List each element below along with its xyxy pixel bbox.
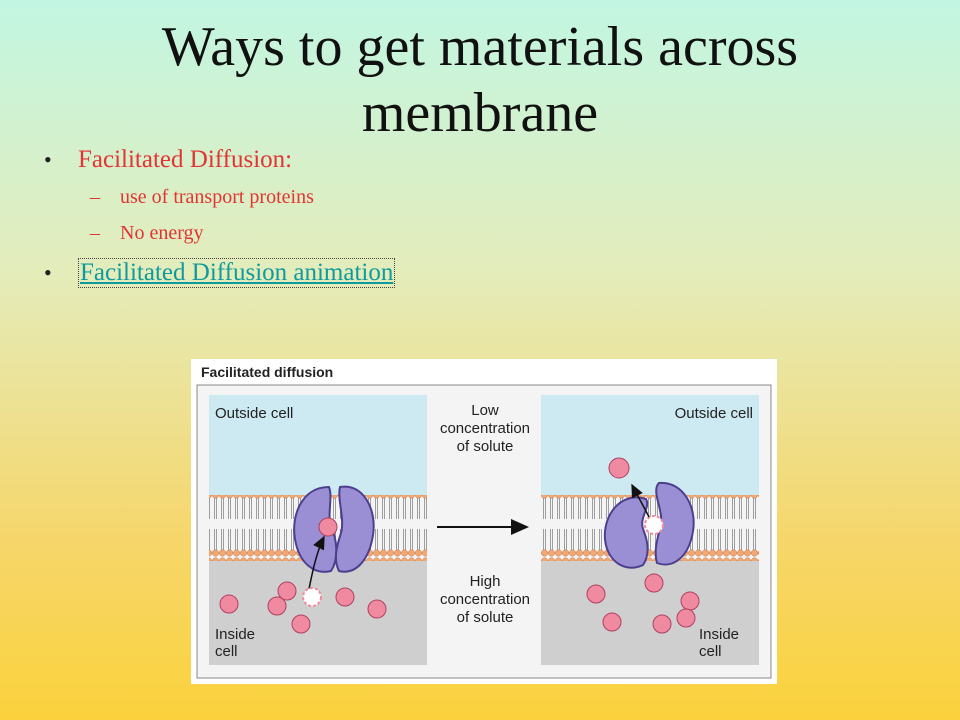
bullet-facilitated-diffusion: • Facilitated Diffusion: — [44, 146, 292, 174]
high-label-line1: High — [470, 573, 501, 590]
solute-molecule — [680, 591, 700, 611]
solute-exit-arrow — [631, 483, 650, 518]
slide-title: Ways to get materials across membrane — [161, 16, 799, 144]
sub-bullet-text: No energy — [120, 222, 204, 244]
solute-path-arrow — [308, 535, 325, 590]
left-inside-label-line2: cell — [215, 643, 238, 660]
solute-released — [608, 457, 630, 479]
figure-heading: Facilitated diffusion — [201, 364, 333, 380]
solute-molecule — [219, 594, 239, 614]
bullet-marker: • — [44, 260, 52, 285]
low-label-line3: of solute — [457, 438, 514, 455]
facilitated-diffusion-figure: Facilitated diffusion Outside cell Insid… — [191, 359, 777, 684]
high-label-line2: concentration — [440, 591, 530, 608]
sub-bullet-transport-proteins: – use of transport proteins — [90, 186, 314, 209]
solute-molecule — [367, 599, 387, 619]
low-label-line1: Low — [471, 402, 499, 419]
bullet-text: Facilitated Diffusion: — [78, 146, 293, 173]
animation-link[interactable]: Facilitated Diffusion animation — [78, 258, 396, 288]
solute-molecule — [267, 596, 287, 616]
sub-bullet-no-energy: – No energy — [90, 222, 204, 245]
left-inside-label-line1: Inside — [215, 626, 255, 643]
right-panel: Outside cell Inside cell — [541, 395, 759, 665]
left-transport-protein — [293, 485, 375, 573]
right-inside-label-line1: Inside — [699, 626, 739, 643]
sub-bullet-marker: – — [90, 186, 100, 208]
solute-in-channel — [318, 517, 338, 537]
sub-bullet-marker: – — [90, 222, 100, 244]
left-outside-region — [209, 395, 427, 495]
low-label-line2: concentration — [440, 420, 530, 437]
high-label-line3: of solute — [457, 609, 514, 626]
solute-molecule — [602, 612, 622, 632]
solute-molecule — [676, 608, 696, 628]
solute-molecule — [644, 573, 664, 593]
solute-molecule — [291, 614, 311, 634]
right-outside-label: Outside cell — [675, 405, 753, 422]
solute-molecule — [652, 614, 672, 634]
solute-previous-position — [644, 515, 664, 535]
right-transport-protein — [603, 481, 695, 569]
solute-molecule — [335, 587, 355, 607]
left-outside-label: Outside cell — [215, 405, 293, 422]
left-panel: Outside cell Inside cell — [209, 395, 427, 665]
center-labels: Low concentration of solute High concent… — [437, 402, 530, 626]
bullet-marker: • — [44, 147, 52, 172]
right-inside-label-line2: cell — [699, 643, 722, 660]
right-outside-region — [541, 395, 759, 495]
bullet-animation-link: • Facilitated Diffusion animation — [44, 258, 396, 288]
solute-molecule — [586, 584, 606, 604]
solute-molecule — [277, 581, 297, 601]
sub-bullet-text: use of transport proteins — [120, 186, 314, 208]
left-inside-region — [209, 561, 427, 665]
solute-previous-position — [302, 587, 322, 607]
